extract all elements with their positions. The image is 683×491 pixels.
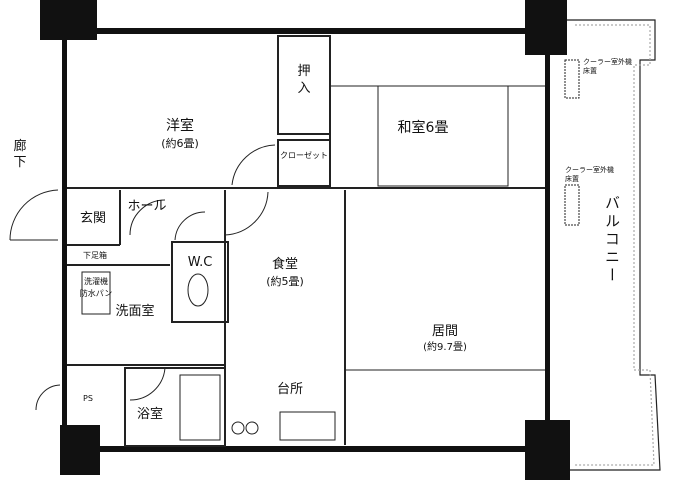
room-western-size: (約6畳) [161, 136, 199, 150]
outer-walls [40, 0, 570, 480]
room-dining-size: (約5畳) [266, 274, 304, 288]
door-swings [9, 144, 276, 411]
balcony-label: バルコニー [603, 195, 621, 285]
shoe-box: 下足箱 [83, 250, 107, 260]
room-washroom: 洗面室 [115, 303, 154, 319]
interior-walls [67, 35, 545, 447]
room-living-size: (約9.7畳) [423, 340, 467, 353]
ac-unit-2-line1: クーラー室外機 [565, 165, 614, 174]
ac-unit-1-line1: クーラー室外機 [583, 57, 632, 66]
room-western: 洋室 [166, 117, 194, 134]
room-living: 居間 [432, 324, 458, 339]
room-labels: 洋室 (約6畳) 押入 クローゼット 和室6畳 廊下 玄関 ホール 下足箱 W.… [13, 57, 632, 422]
ac-unit-2-mark [564, 184, 580, 226]
balcony-outline [567, 19, 661, 471]
room-entrance: 玄関 [80, 211, 106, 226]
room-hall: ホール [127, 199, 166, 214]
room-kitchen: 台所 [277, 382, 303, 397]
washer-pan-2: 防水パン [80, 288, 112, 298]
room-bath: 浴室 [137, 406, 163, 422]
corridor: 廊下 [13, 138, 26, 170]
room-oshiire: 押入 [297, 64, 310, 96]
room-closet: クローゼット [280, 150, 328, 160]
room-washitsu: 和室6畳 [398, 119, 449, 136]
ac-unit-1-mark [564, 59, 580, 99]
washer-pan-1: 洗濯機 [84, 276, 108, 286]
room-wc: W.C [188, 255, 213, 270]
room-dining: 食堂 [272, 256, 298, 272]
ac-unit-1-line2: 床置 [583, 66, 597, 75]
pipe-space: PS [83, 394, 93, 403]
ac-unit-2-line2: 床置 [565, 174, 579, 183]
